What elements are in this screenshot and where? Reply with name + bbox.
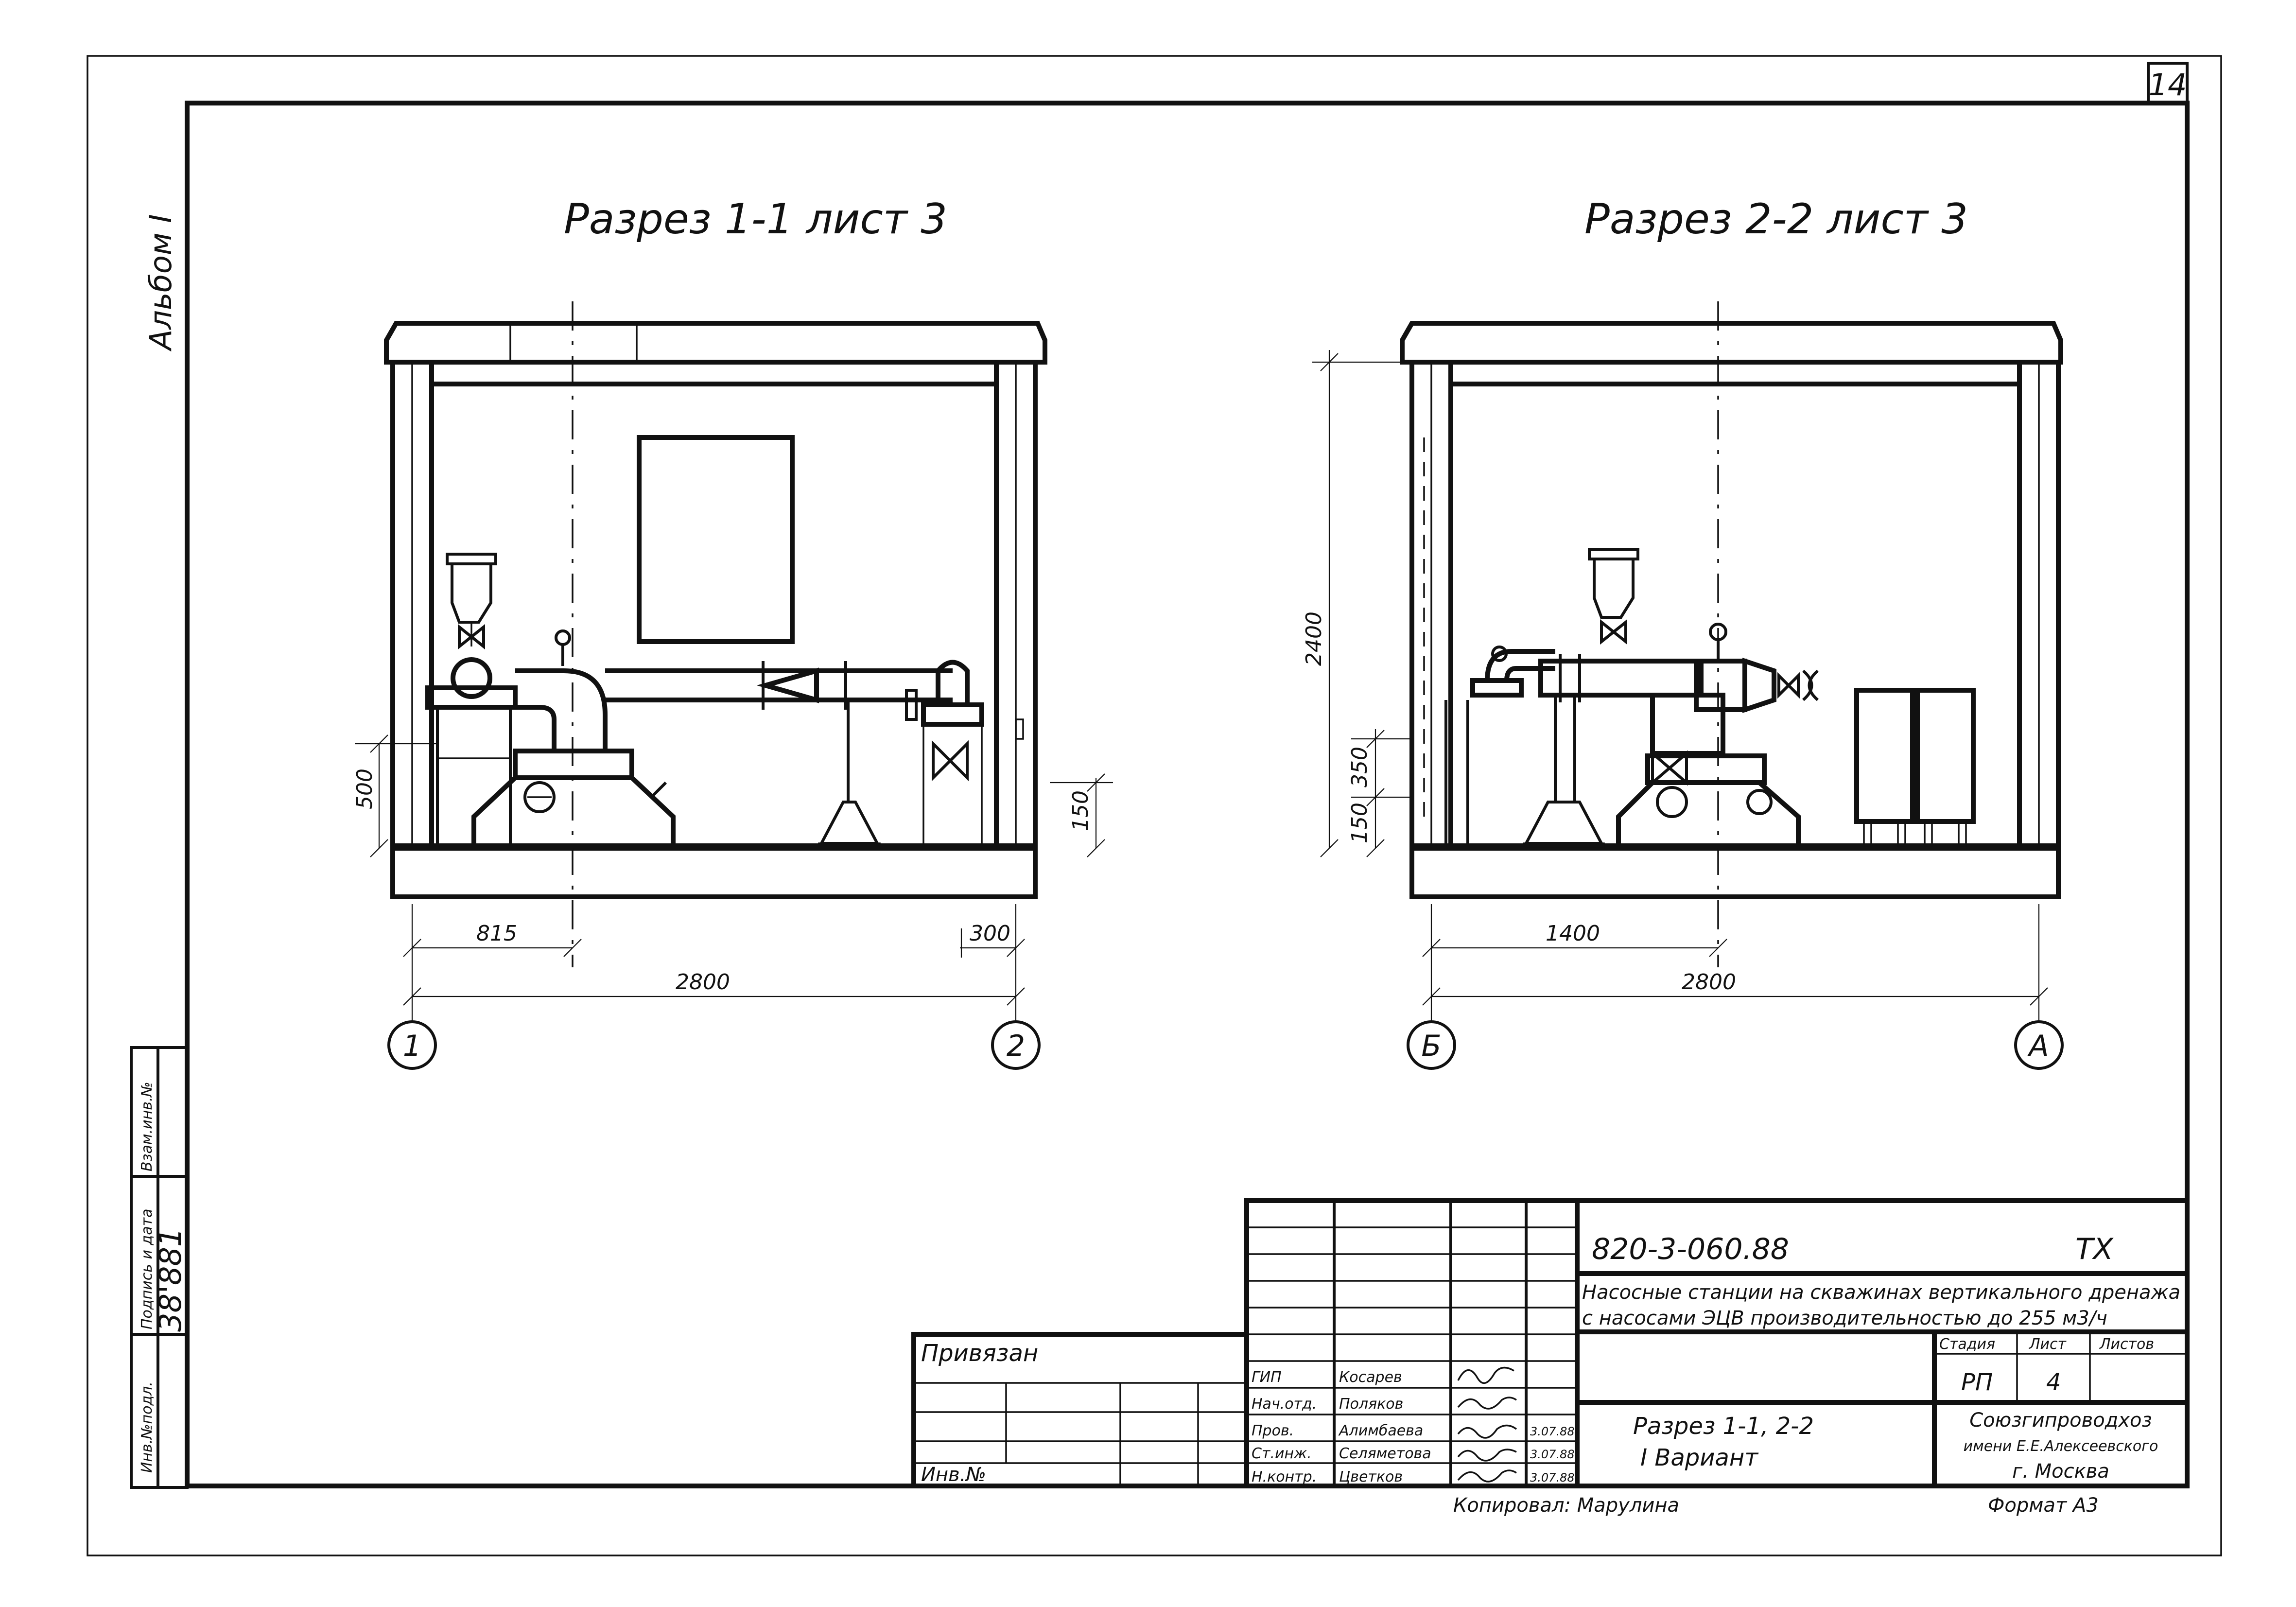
- org-line-1: Союзгипроводхоз: [1969, 1409, 2152, 1432]
- section-1-1: Разрез 1-1 лист 3: [352, 195, 1113, 1070]
- role-3: Ст.инж.: [1252, 1445, 1312, 1462]
- sheet-number: 14: [2149, 67, 2187, 103]
- dim-1400: 1400: [1546, 921, 1600, 946]
- section-1-title: Разрез 1-1 лист 3: [564, 195, 947, 244]
- date-3: 3.07.88: [1530, 1448, 1575, 1461]
- doc-mark: ТХ: [2075, 1232, 2114, 1266]
- side-stamp: Инв.№подл. Подпись и дата Взам.инв.№ 38'…: [130, 1046, 189, 1489]
- role-1: Нач.отд.: [1252, 1396, 1317, 1413]
- dim-150-left: 150: [1347, 803, 1372, 843]
- dim-300: 300: [970, 921, 1010, 946]
- album-label: Альбом I: [143, 214, 178, 352]
- doc-description-1: Насосные станции на скважинах вертикальн…: [1582, 1281, 2180, 1304]
- name-0: Косарев: [1339, 1369, 1402, 1386]
- name-1: Поляков: [1339, 1396, 1403, 1413]
- dim-350: 350: [1347, 747, 1372, 787]
- axis-label-a: А: [2027, 1029, 2049, 1063]
- org-line-2: имени Е.Е.Алексеевского: [1964, 1438, 2158, 1455]
- date-4: 3.07.88: [1530, 1471, 1575, 1485]
- drawing-title-2: I Вариант: [1640, 1444, 1759, 1471]
- name-4: Цветков: [1339, 1468, 1403, 1485]
- roof-slab-1: [384, 321, 1047, 365]
- privyazan-label: Привязан: [921, 1340, 1038, 1367]
- floor-slab-1: [390, 846, 1038, 899]
- sheets-header: Листов: [2099, 1336, 2154, 1353]
- drawing-title-1: Разрез 1-1, 2-2: [1633, 1413, 1814, 1440]
- wellhead-2: [1616, 780, 1801, 848]
- axis-label-1: 1: [403, 1029, 421, 1063]
- dim-500: 500: [352, 769, 377, 809]
- drawing-frame: [185, 101, 2190, 1488]
- org-line-3: г. Москва: [2012, 1460, 2109, 1483]
- floor-slab-2: [1409, 846, 2061, 899]
- sheet-number-box: [2147, 62, 2189, 105]
- wellhead-1: [471, 775, 676, 848]
- name-3: Селяметова: [1339, 1445, 1431, 1462]
- axis-label-b: Б: [1421, 1029, 1441, 1063]
- stamp-handwritten-number: 38'881: [153, 1228, 188, 1332]
- copied-by: Копировал: Марулина: [1453, 1494, 1679, 1517]
- sheet-value: 4: [2046, 1369, 2061, 1396]
- stage-value: РП: [1961, 1369, 1993, 1396]
- cabinet-1: [1854, 688, 1915, 824]
- title-block: Привязан Инв.№ 820-3-060.88 ТХ Насосные …: [911, 1198, 2190, 1517]
- electrical-panel-1: [637, 435, 795, 644]
- doc-code: 820-3-060.88: [1592, 1232, 1789, 1266]
- stamp-inv-podl: Инв.№подл.: [139, 1381, 156, 1473]
- role-2: Пров.: [1252, 1422, 1294, 1439]
- date-2: 3.07.88: [1530, 1425, 1575, 1438]
- roof-slab-2: [1400, 321, 2063, 365]
- dim-2800: 2800: [676, 970, 730, 995]
- axis-label-2: 2: [1007, 1029, 1025, 1063]
- stamp-vzam-inv: Взам.инв.№: [139, 1082, 156, 1171]
- dim-815: 815: [476, 921, 517, 946]
- role-4: Н.контр.: [1252, 1468, 1317, 1485]
- dim-2800-2: 2800: [1682, 970, 1736, 995]
- outer-sheet-border: [87, 55, 2222, 1556]
- role-0: ГИП: [1252, 1369, 1282, 1386]
- sheet-header: Лист: [2029, 1336, 2067, 1353]
- inv-no-label: Инв.№: [921, 1464, 986, 1486]
- format-label: Формат А3: [1988, 1494, 2099, 1517]
- stamp-podpis-data: Подпись и дата: [139, 1209, 156, 1330]
- doc-description-2: с насосами ЭЦВ производительностью до 25…: [1582, 1307, 2107, 1329]
- stage-header: Стадия: [1939, 1336, 1995, 1353]
- cabinet-2: [1915, 688, 1976, 824]
- section-2-2: Разрез 2-2 лист 3: [1302, 195, 2064, 1070]
- name-2: Алимбаева: [1338, 1422, 1423, 1439]
- section-2-title: Разрез 2-2 лист 3: [1584, 195, 1968, 244]
- dim-2400: 2400: [1302, 611, 1326, 666]
- dim-150-right: 150: [1068, 790, 1093, 831]
